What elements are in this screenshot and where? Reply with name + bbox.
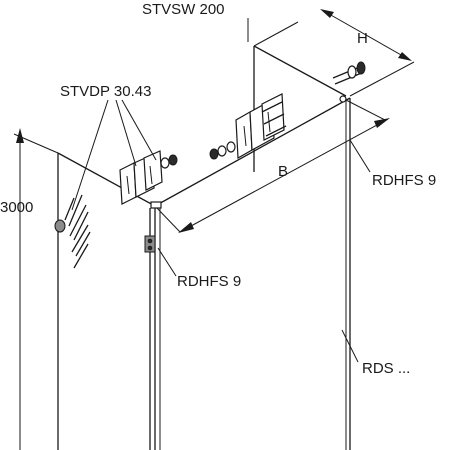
label-height-3000: 3000 xyxy=(0,199,33,216)
label-rdhfs-right: RDHFS 9 xyxy=(372,172,436,189)
label-b: B xyxy=(278,163,288,180)
dimension-h xyxy=(253,9,415,97)
label-h: H xyxy=(357,30,368,47)
stvdp-bracket-right xyxy=(209,93,287,160)
label-stvsw: STVSW 200 xyxy=(142,1,225,18)
stvdp-bracket-left xyxy=(119,150,178,205)
label-rds: RDS ... xyxy=(362,360,410,377)
left-side-bolt xyxy=(54,194,91,269)
stvsw-bolt xyxy=(332,61,366,103)
rdhfs-clip xyxy=(144,201,162,253)
dimension-b xyxy=(154,99,390,233)
cabinet-outline xyxy=(57,45,351,450)
label-rdhfs-center: RDHFS 9 xyxy=(177,273,241,290)
label-stvdp: STVDP 30.43 xyxy=(60,83,151,100)
dimension-3000 xyxy=(13,128,59,450)
leader-lines xyxy=(71,18,371,363)
